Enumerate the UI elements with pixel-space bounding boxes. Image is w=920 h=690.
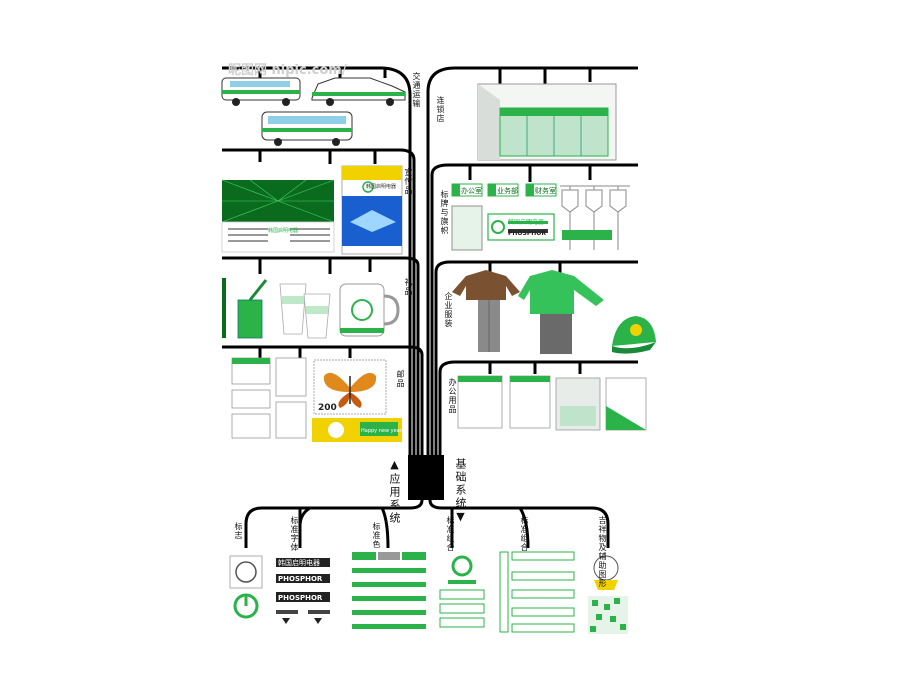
- new-year-text: Happy new year: [361, 428, 403, 434]
- basic-combo-vertical: [439, 555, 485, 628]
- font-sample-en: PHOSPHOR: [278, 575, 323, 583]
- branch-label-transport: 交通运输: [412, 72, 421, 108]
- vehicle-car: [311, 77, 406, 106]
- basic-standard-fonts: [276, 558, 330, 624]
- application-system-label: ▲应用系统: [388, 458, 401, 525]
- stamp-value-text: 200: [318, 403, 337, 413]
- font-sample-en-bold: PHOSPHOR: [278, 594, 323, 602]
- branch-label-gifts: 礼品: [404, 278, 413, 296]
- uniform-suit: [452, 270, 520, 352]
- branch-label-combo-2: 标准组合: [520, 516, 529, 552]
- stamp-butterfly: [313, 359, 387, 415]
- basic-standard-colors: [352, 552, 426, 629]
- branch-label-logo: 标志: [234, 522, 243, 540]
- basic-logo-samples: [229, 555, 263, 619]
- stamp-envelopes: [231, 357, 307, 439]
- branch-label-fonts: 标准字体: [290, 516, 299, 552]
- monument-brand-en: PHOSPHOR: [508, 230, 546, 237]
- signage-flags: [560, 185, 630, 250]
- branch-label-signage: 标牌与旗帜: [440, 190, 449, 235]
- font-sample-cn: 韩国启明电器: [278, 558, 320, 567]
- sign-office-text: 办公室: [461, 186, 482, 195]
- basic-combo-horizontal: [499, 551, 575, 633]
- publicity-poster: [341, 165, 403, 255]
- branch-label-office: 办公用品: [448, 378, 457, 414]
- vehicle-bus: [261, 111, 353, 146]
- chain-store-building: [477, 83, 617, 161]
- branch-label-uniform: 企业服装: [444, 292, 453, 328]
- signage-door-signs: [451, 183, 557, 197]
- branch-label-mascot: 吉祥物及辅助图形: [598, 516, 607, 588]
- sign-finance-text: 财务室: [535, 186, 556, 195]
- basic-system-label: 基础系统▼: [454, 458, 467, 525]
- sign-business-text: 业务部: [497, 186, 518, 195]
- publicity-calendar: [221, 179, 335, 253]
- poster-brand-text: 韩国启明电器: [366, 183, 396, 190]
- uniform-shirt: [518, 270, 604, 354]
- tree-branches: [222, 66, 638, 549]
- vehicle-van: [221, 77, 301, 106]
- gift-mug: [339, 283, 400, 337]
- branch-label-stamps: 邮品: [396, 370, 405, 388]
- uniform-cap: [612, 316, 656, 354]
- monument-brand-cn: 韩国启明电器: [508, 218, 544, 226]
- basic-mascot: [588, 555, 628, 634]
- signage-monument: [451, 205, 555, 251]
- office-stationery: [457, 375, 647, 431]
- stamp-new-year-card: [312, 418, 402, 442]
- branch-label-publicity: 宣传品: [404, 168, 413, 195]
- calendar-brand-text: 韩国启明电器: [268, 227, 298, 234]
- branch-transport-line: [222, 66, 412, 460]
- branch-label-combo-1: 标准组合: [446, 516, 455, 552]
- gift-pen-and-holder: [222, 278, 268, 339]
- branch-label-chain-store: 连锁店: [436, 96, 445, 123]
- branch-label-colors: 标准色: [372, 522, 381, 549]
- watermark-text: 昵图网 nipic.com/: [228, 63, 347, 78]
- gift-cups: [279, 283, 331, 339]
